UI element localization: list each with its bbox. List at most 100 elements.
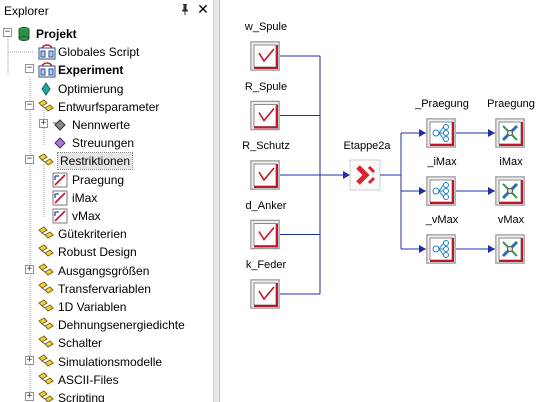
tree-item-ausgangsgroessen[interactable]: + Ausgangsgrößen: [0, 262, 213, 280]
tree-item-robust-design[interactable]: Robust Design: [0, 243, 213, 261]
tree-item-globales-script[interactable]: Globales Script: [0, 43, 213, 61]
input-block-w-spule[interactable]: [250, 41, 280, 71]
tree-item-guetekriterien[interactable]: Gütekriterien: [0, 225, 213, 243]
close-icon[interactable]: ✕: [197, 1, 209, 17]
split-label-split-praegung: _Praegung: [415, 98, 469, 110]
input-check-icon: [258, 48, 275, 63]
nominal-icon: [52, 117, 68, 133]
arrow-head: [343, 171, 350, 179]
panel-splitter[interactable]: [213, 0, 219, 402]
split-block-split-imax[interactable]: [426, 176, 456, 206]
tree-item-label: Robust Design: [58, 245, 137, 260]
tree-item-projekt[interactable]: −Projekt: [0, 25, 213, 43]
tree-item-label: Schalter: [58, 336, 103, 351]
input-block-d-anker[interactable]: [250, 219, 280, 250]
parameter-icon: [38, 226, 54, 242]
tree-item-restriktionen[interactable]: − Restriktionen: [0, 152, 213, 171]
tree-item-label: Praegung: [72, 172, 125, 187]
arrow-head: [488, 129, 495, 137]
parameter-icon: [38, 353, 54, 370]
split-label-split-imax: _iMax: [427, 156, 457, 168]
tree-item-label: Dehnungsenergiedichte: [58, 318, 185, 333]
scatter-icon: [52, 135, 68, 151]
input-label-d-anker: d_Anker: [245, 199, 287, 212]
parameter-icon: [38, 99, 54, 115]
expand-icon[interactable]: +: [25, 263, 34, 274]
tree-item-label: Restriktionen: [56, 152, 134, 171]
arrow-head: [488, 245, 495, 253]
pin-icon[interactable]: [178, 3, 192, 17]
collapse-icon[interactable]: −: [25, 63, 34, 74]
output-block-out-praegung[interactable]: [495, 118, 525, 148]
input-block-k-feder[interactable]: [250, 279, 280, 309]
output-block-out-imax[interactable]: [495, 176, 525, 206]
explorer-title: Explorer: [4, 4, 49, 18]
expand-icon[interactable]: +: [39, 118, 48, 128]
tree-item-label: 1D Variablen: [58, 300, 127, 314]
tree-item-scripting[interactable]: + Scripting: [0, 389, 213, 402]
output-icon: [501, 240, 519, 258]
tree-item-label: Streuungen: [72, 136, 135, 151]
input-check-icon: [258, 286, 275, 301]
tree-item-label: Scripting: [58, 391, 105, 402]
split-icon: [432, 182, 449, 200]
split-icon: [432, 124, 449, 142]
hub-label: Etappe2a: [343, 140, 391, 152]
tree-item-label: Nennwerte: [72, 118, 131, 132]
tree-item-praegung[interactable]: Praegung: [0, 171, 213, 189]
tree-item-ascii-files[interactable]: ASCII-Files: [0, 371, 213, 389]
tree-item-label: Ausgangsgrößen: [58, 263, 150, 278]
tree-item-vmax[interactable]: vMax: [0, 207, 213, 225]
tree-item-label: iMax: [72, 190, 98, 205]
tree-item-schalter[interactable]: Schalter: [0, 334, 213, 352]
input-check-icon: [258, 107, 275, 122]
input-label-w-spule: w_Spule: [244, 21, 288, 33]
expand-icon[interactable]: +: [25, 391, 34, 401]
tree-item-dehnungsenergiedichte[interactable]: Dehnungsenergiedichte: [0, 316, 213, 334]
split-block-split-vmax[interactable]: [426, 234, 456, 264]
tree-item-label: Entwurfsparameter: [58, 99, 160, 114]
tree-item-1d-variablen[interactable]: 1D Variablen: [0, 298, 213, 316]
output-icon: [501, 182, 519, 200]
parameter-icon: [38, 390, 54, 402]
expand-icon[interactable]: +: [25, 354, 34, 365]
input-block-r-spule[interactable]: [250, 100, 280, 131]
restriction-icon: [52, 172, 68, 188]
tree-item-entwurfsparameter[interactable]: − Entwurfsparameter: [0, 98, 213, 116]
tree-item-transfervariablen[interactable]: Transfervariablen: [0, 280, 213, 298]
output-label-out-praegung: Praegung: [487, 98, 535, 110]
output-block-out-vmax[interactable]: [495, 234, 525, 264]
tree-item-simulationsmodelle[interactable]: +Simulationsmodelle: [0, 353, 213, 371]
input-block-r-schutz[interactable]: [250, 160, 280, 190]
arrow-head: [419, 187, 426, 195]
collapse-icon[interactable]: −: [3, 27, 12, 37]
hub-block-etappe2a[interactable]: [349, 159, 381, 191]
parameter-icon: [38, 372, 54, 388]
explorer-header: Explorer ✕: [0, 0, 213, 22]
tree-item-nennwerte[interactable]: + Nennwerte: [0, 116, 213, 134]
output-label-out-vmax: vMax: [497, 214, 525, 226]
parameter-icon: [38, 281, 54, 297]
tree-item-experiment[interactable]: −Experiment: [0, 61, 213, 79]
experiment-icon: [38, 62, 56, 78]
collapse-icon[interactable]: −: [25, 154, 34, 165]
parameter-icon: [38, 244, 54, 260]
split-label-split-vmax: _vMax: [425, 214, 459, 226]
restriction-icon: [52, 208, 68, 224]
tree-item-label: vMax: [72, 209, 101, 223]
tree-item-optimierung[interactable]: Optimierung: [0, 80, 213, 98]
parameter-icon: [38, 262, 54, 279]
tree-item-imax[interactable]: iMax: [0, 189, 213, 207]
collapse-icon[interactable]: −: [25, 99, 34, 110]
tree-item-label: Optimierung: [58, 81, 124, 96]
tree-item-streuungen[interactable]: Streuungen: [0, 134, 213, 152]
input-check-icon: [258, 226, 275, 241]
script-icon: [38, 44, 56, 60]
parameter-icon: [38, 317, 54, 333]
tree-item-label: Globales Script: [58, 45, 140, 60]
split-block-split-praegung[interactable]: [426, 118, 456, 148]
restriction-icon: [52, 190, 68, 206]
